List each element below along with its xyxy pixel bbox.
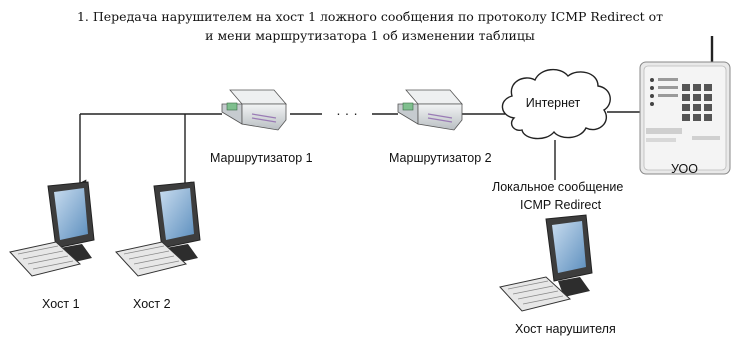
internet-label: Интернет	[526, 96, 581, 110]
router-2-icon	[397, 89, 463, 131]
router-2-label: Маршрутизатор 2	[389, 151, 492, 165]
attacker-computer-icon	[499, 214, 593, 312]
caption-line-1: 1. Передача нарушителем на хост 1 ложног…	[76, 9, 664, 24]
security-device-icon	[639, 36, 731, 175]
router-1-label: Маршрутизатор 1	[210, 151, 313, 165]
redirect-label-line-1: Локальное сообщение	[492, 180, 624, 194]
redirect-label-line-2: ICMP Redirect	[520, 198, 602, 212]
internet-cloud-icon: Интернет	[501, 69, 611, 140]
host-1-label: Хост 1	[42, 297, 80, 311]
connection-lines	[79, 111, 640, 189]
host-2-computer-icon	[115, 181, 201, 277]
device-label: УОО	[671, 162, 698, 176]
attacker-host-label: Хост нарушителя	[515, 322, 616, 336]
host-1-computer-icon	[9, 181, 95, 277]
diagram-caption: 1. Передача нарушителем на хост 1 ложног…	[60, 7, 680, 45]
ellipsis: · · ·	[336, 105, 358, 121]
router-1-icon	[221, 89, 287, 131]
host-2-label: Хост 2	[133, 297, 171, 311]
caption-line-2: и мени маршрутизатора 1 об изменении таб…	[205, 28, 535, 43]
